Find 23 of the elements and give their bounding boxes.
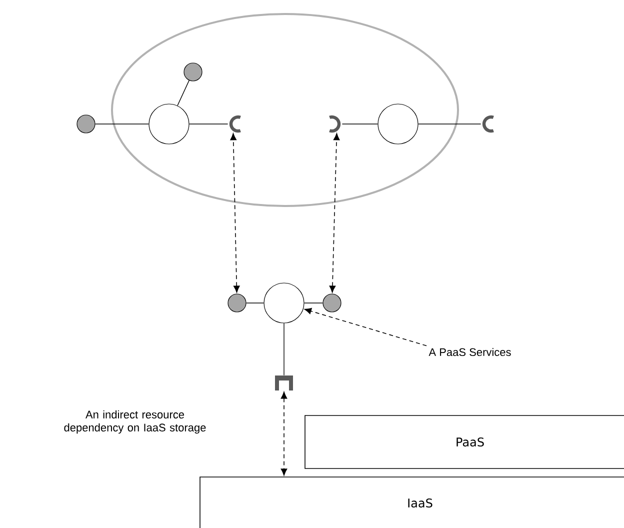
note-text: An indirect resource dependency on IaaS storage — [64, 410, 206, 434]
interface-ball — [184, 62, 202, 82]
dependency-arrow — [280, 392, 288, 476]
component-circle — [264, 282, 304, 324]
connector-line — [246, 302, 264, 304]
connector-line — [304, 302, 324, 304]
dependency-arrow — [304, 308, 427, 346]
socket-symbol — [482, 115, 494, 133]
interface-ball — [228, 294, 246, 312]
socket-symbol — [329, 115, 341, 133]
dependency-arrow — [230, 133, 240, 293]
callout-text: A PaaS Services — [428, 348, 511, 356]
layer-box: IaaS — [200, 476, 624, 528]
socket-symbol — [275, 376, 293, 390]
socket-symbol — [229, 115, 241, 133]
interface-ball — [322, 294, 342, 312]
layer-box: PaaS — [304, 415, 624, 469]
component-circle — [148, 104, 190, 144]
interface-ball — [76, 114, 96, 134]
container-ellipse — [111, 13, 459, 207]
component-circle — [378, 104, 418, 144]
dependency-arrow — [329, 133, 340, 293]
connector-line — [177, 80, 190, 106]
